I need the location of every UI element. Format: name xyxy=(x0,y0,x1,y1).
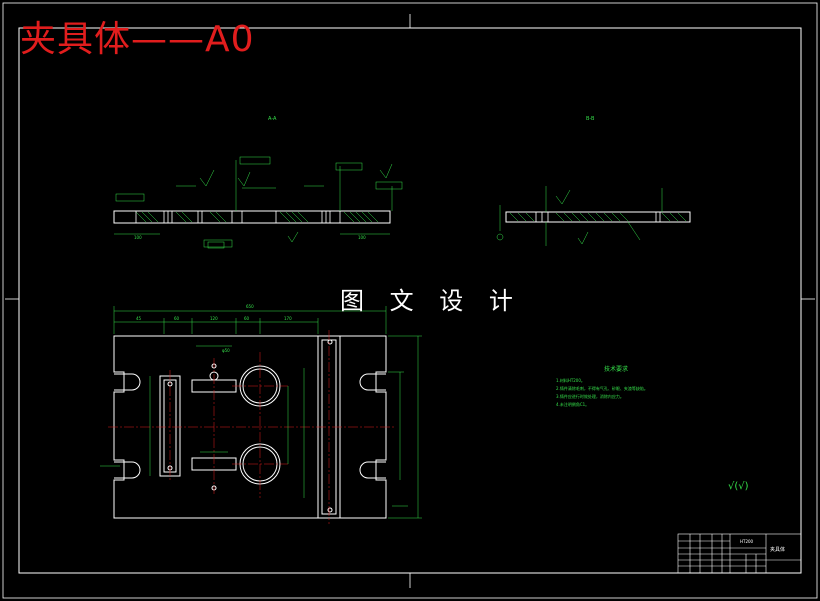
dim-section-right: 100 xyxy=(358,235,366,240)
dim-section-left: 100 xyxy=(134,235,142,240)
dim-top-3: 120 xyxy=(210,316,218,321)
plan-view: 650 45 60 120 60 170 φ50 xyxy=(100,304,422,524)
centering-marks xyxy=(5,14,815,588)
dim-top-2: 60 xyxy=(174,316,180,321)
section-a-label: A-A xyxy=(268,116,277,122)
dim-top-4: 60 xyxy=(244,316,250,321)
tech-line-3: 3.铸件应进行时效处理，消除内应力。 xyxy=(556,394,624,399)
title-block-material: HT200 xyxy=(740,539,754,544)
title-block-part-name: 夹具体 xyxy=(770,547,786,553)
dim-hole-dia: φ50 xyxy=(222,348,230,353)
watermark-text: 图 文 设 计 xyxy=(340,287,522,315)
tech-line-1: 1.材料HT200。 xyxy=(556,378,585,383)
title-block xyxy=(677,533,802,574)
section-b-label: B-B xyxy=(586,116,595,122)
tech-requirements-title: 技术要求 xyxy=(603,366,628,373)
technical-requirements: 技术要求 1.材料HT200。 2.铸件清除毛刺，不得有气孔、砂眼、夹渣等缺陷。… xyxy=(556,364,676,409)
dim-top-1: 45 xyxy=(136,316,142,321)
tech-line-2: 2.铸件清除毛刺，不得有气孔、砂眼、夹渣等缺陷。 xyxy=(556,386,648,391)
plate-outline xyxy=(113,335,387,519)
dim-overall-length: 650 xyxy=(246,304,254,309)
section-b-b: B-B xyxy=(496,116,691,246)
section-a-a: A-A xyxy=(113,116,403,249)
tech-line-4: 4.未注明倒角C1。 xyxy=(556,402,590,407)
dim-top-5: 170 xyxy=(284,316,292,321)
sheet-title: 夹具体——A0 xyxy=(20,19,255,60)
roughness-note: √(√) xyxy=(728,481,749,492)
